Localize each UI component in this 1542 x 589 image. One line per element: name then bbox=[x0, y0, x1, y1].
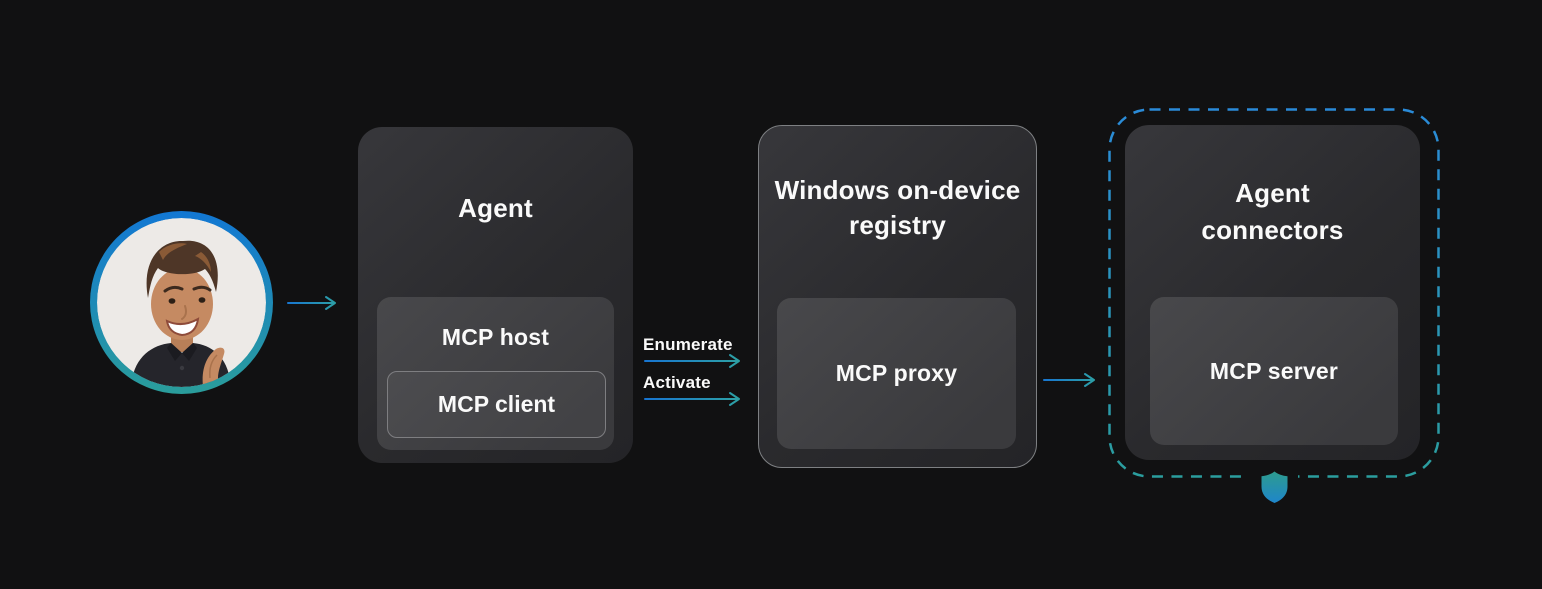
shield-icon bbox=[1261, 471, 1288, 503]
mcp-host-label: MCP host bbox=[441, 324, 550, 350]
mcp-server-label: MCP server bbox=[1209, 357, 1339, 384]
arrow-registry-to-connectors bbox=[1043, 373, 1095, 387]
arrow-activate bbox=[644, 392, 740, 406]
mcp-server-box: MCP server bbox=[1150, 297, 1398, 445]
agent-title: Agent bbox=[458, 193, 533, 223]
mcp-client-box: MCP client bbox=[387, 371, 606, 438]
registry-node: Windows on-device registry MCP proxy bbox=[758, 125, 1037, 468]
arrow-user-to-agent bbox=[287, 296, 336, 310]
activate-label: Activate bbox=[643, 373, 711, 392]
registry-title: Windows on-device registry bbox=[774, 175, 1021, 240]
connectors-title: Agent connectors bbox=[1201, 178, 1344, 245]
user-avatar bbox=[90, 211, 273, 394]
mcp-proxy-label: MCP proxy bbox=[835, 360, 958, 386]
connectors-node: Agent connectors MCP server bbox=[1125, 125, 1420, 460]
mcp-host-box: MCP host MCP client bbox=[377, 297, 614, 450]
mcp-proxy-box: MCP proxy bbox=[777, 298, 1016, 449]
mcp-client-label: MCP client bbox=[437, 391, 556, 417]
arrow-enumerate bbox=[644, 354, 740, 368]
agent-node: Agent MCP host MCP client bbox=[358, 127, 633, 463]
user-photo-icon bbox=[97, 218, 266, 387]
enumerate-label: Enumerate bbox=[643, 335, 733, 354]
